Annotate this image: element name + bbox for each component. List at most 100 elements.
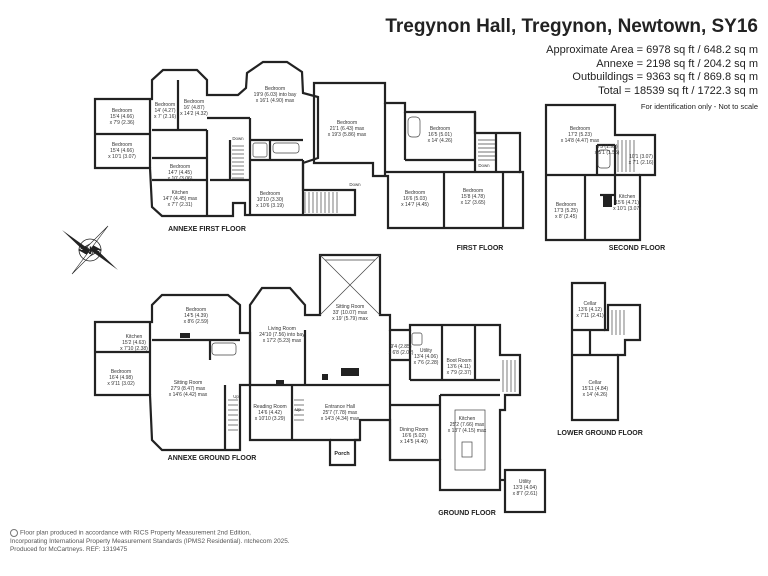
room-label-line: 15'11 (4.84)	[582, 386, 608, 392]
stairs-ground-main	[294, 399, 304, 421]
room-label-line: 17'2 (5.23)	[568, 132, 592, 138]
stair-label-down-2: Down	[349, 182, 361, 187]
area-outbuildings: Outbuildings = 9363 sq ft / 869.8 sq m	[572, 71, 758, 83]
stair-label-down-1: Down	[232, 136, 244, 141]
room-label-line: x 10'10 (3.29)	[255, 416, 286, 422]
room-label-line: Bedroom	[170, 164, 190, 170]
room-label-line: x 10' (3.06)	[168, 176, 193, 182]
room-label-line: Bedroom	[556, 202, 576, 208]
room-label-line: x 10'6 (3.19)	[256, 203, 284, 209]
room-label-line: Bedroom	[112, 142, 132, 148]
room-label-line: 10'1 (3.07)	[629, 154, 653, 160]
area-summary: Approximate Area = 6978 sq ft / 648.2 sq…	[546, 44, 758, 114]
room-label-line: x 14'2 (4.32)	[180, 111, 208, 117]
room-label-line: x 7'9 (2.36)	[110, 120, 135, 126]
room-label-line: x 14'5 (4.40)	[400, 439, 428, 445]
room-label-line: x 13'7 (4.15) max	[448, 428, 487, 434]
room-label-line: 16'5 (5.01)	[428, 132, 452, 138]
room-label-line: x 19' (5.79) max	[332, 316, 368, 322]
room-label-line: x 16'1 (4.90) max	[256, 98, 295, 104]
room-label-line: x 7'1 (2.16)	[629, 160, 654, 166]
footer-line-2: Incorporating International Property Mea…	[10, 537, 243, 545]
room-label-line: Bedroom	[111, 369, 131, 375]
footer-line-3: Produced for McCartneys. REF: 1319475	[10, 545, 128, 553]
room-label-line: Cellar	[583, 301, 596, 307]
room-label-line: x 7'10 (2.38)	[120, 346, 148, 352]
annexe-first-floor-outline	[93, 60, 357, 218]
room-label-line: Bedroom	[260, 191, 280, 197]
room-label-line: 13'6 (4.12)	[578, 307, 602, 313]
room-label-line: 17'3 (5.25)	[554, 208, 578, 214]
room-label-line: Kitchen	[459, 416, 476, 422]
room-label-line: Kitchen	[172, 190, 189, 196]
floor-label-ground: GROUND FLOOR	[438, 510, 496, 517]
stairs-ground-rear	[502, 360, 516, 392]
stairs-annexe-first	[232, 145, 244, 179]
room-label-line: x 8'7 (2.61)	[513, 491, 538, 497]
stair-label-down-3: Down	[478, 163, 490, 168]
room-label-line: 27'9 (8.47) max	[171, 386, 206, 392]
room-label-line: 16'6 (5.02)	[402, 433, 426, 439]
footer: Floor plan produced in accordance with R…	[10, 529, 290, 554]
room-label-line: x 10'1 (3.07)	[108, 154, 136, 160]
room-label-line: Dining Room	[400, 427, 429, 433]
floor-label-annexe-ground: ANNEXE GROUND FLOOR	[168, 455, 257, 462]
compass-north-label: N	[84, 245, 92, 257]
room-label-line: 15'4 (4.66)	[110, 148, 134, 154]
room-label-line: Bedroom	[405, 190, 425, 196]
room-label-line: 15'4 (4.66)	[110, 114, 134, 120]
room-label-line: x 10'1 (3.07)	[613, 206, 641, 212]
floor-label-first: FIRST FLOOR	[457, 245, 504, 252]
stairs-second-floor	[617, 140, 635, 172]
room-label-line: x 8'6 (2.59)	[184, 319, 209, 325]
room-label-line: x 7' (2.16)	[154, 114, 176, 120]
room-label-line: Entrance Hall	[325, 404, 355, 410]
room-label-line: 10'10 (3.30)	[257, 197, 284, 203]
room-label-line: x 5'1 (1.55)	[595, 150, 620, 156]
room-label-line: Bedroom	[155, 102, 175, 108]
room-label-line: x 14'3 (4.34) max	[321, 416, 360, 422]
area-annexe: Annexe = 2198 sq ft / 204.2 sq m	[596, 57, 758, 70]
room-label-line: x 7'9 (2.37)	[447, 370, 472, 376]
room-label-line: 16'6 (5.03)	[403, 196, 427, 202]
ground-floor-outline	[248, 253, 522, 492]
room-label-line: Kitchen	[126, 334, 143, 340]
room-label-line: x 19'3 (5.86) max	[328, 132, 367, 138]
room-label-line: Bedroom	[463, 188, 483, 194]
room-label-porch: Porch	[334, 451, 349, 457]
area-approximate: Approximate Area = 6978 sq ft / 648.2 sq…	[546, 44, 758, 56]
room-label-line: 14' (4.27)	[155, 108, 176, 114]
room-label-s-sm: 6'5 (1.95)x 5'1 (1.55)	[595, 144, 620, 156]
room-label-line: 16' (4.87)	[184, 105, 205, 111]
room-label-line: Kitchen	[619, 194, 636, 200]
room-label-line: x 9'11 (3.02)	[107, 381, 135, 387]
stairs-lower-ground	[611, 310, 625, 335]
room-label-line: Bedroom	[430, 126, 450, 132]
stairs-annexe-ground	[228, 399, 238, 431]
utility-outbuilding-outline	[503, 468, 547, 514]
room-label-line: Cellar	[588, 380, 601, 386]
room-label-line: Bedroom	[265, 86, 285, 92]
room-label-line: 14'7 (4.45)	[168, 170, 192, 176]
room-label-line: 9'4 (2.85)	[391, 344, 412, 350]
room-label-line: x 7'11 (2.41)	[576, 313, 604, 319]
room-label-line: x 14'7 (4.45)	[401, 202, 429, 208]
floor-label-annexe-first: ANNEXE FIRST FLOOR	[168, 226, 246, 233]
floor-label-lower-ground: LOWER GROUND FLOOR	[557, 430, 643, 437]
